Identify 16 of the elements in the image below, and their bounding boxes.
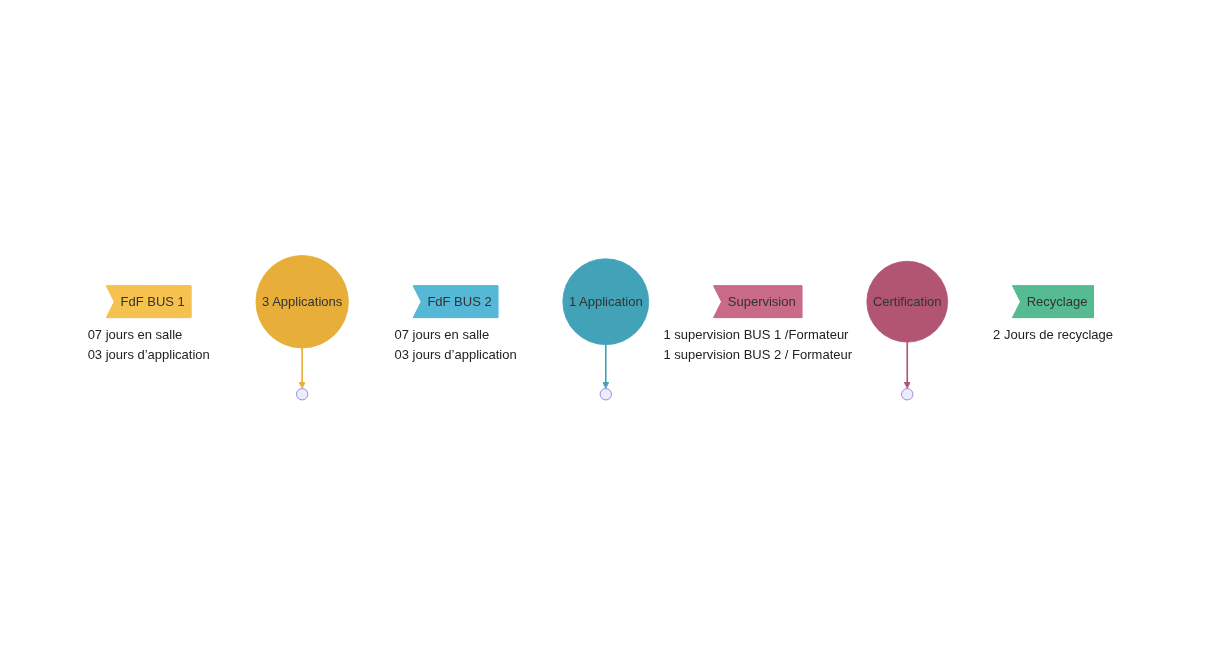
node-circle (599, 387, 612, 401)
note-text: 07 jours en salle (394, 326, 490, 345)
node-circle: Certification (866, 260, 949, 343)
note-text: 1 supervision BUS 1 /Formateur (663, 326, 849, 345)
arrow (903, 341, 911, 389)
note-text: 07 jours en salle (87, 326, 183, 345)
note-text: 03 jours d’application (87, 345, 210, 364)
arrow (602, 343, 610, 389)
note-text: 1 supervision BUS 2 / Formateur (663, 345, 853, 364)
note-text: 2 Jours de recyclage (993, 326, 1114, 345)
note-text: 03 jours d’application (394, 345, 517, 364)
node-circle: 3 Applications (255, 254, 349, 349)
arrow (298, 346, 306, 389)
node-circle: 1 Application (562, 258, 650, 345)
node-circle (901, 387, 914, 401)
node-circle (296, 387, 309, 401)
